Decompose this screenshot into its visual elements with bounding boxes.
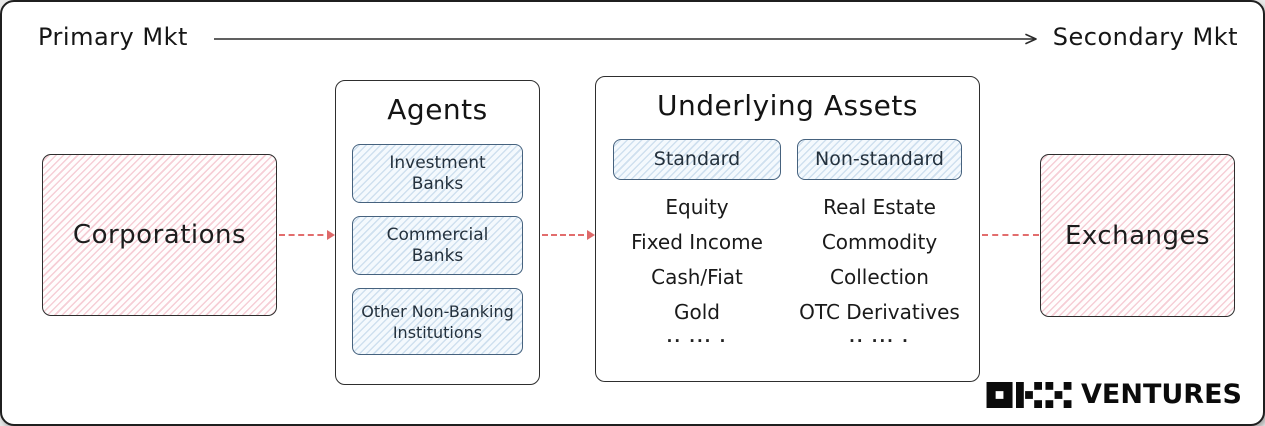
okx-ventures-wordmark: VENTURES bbox=[1081, 379, 1242, 410]
secondary-market-label: Secondary Mkt bbox=[1052, 23, 1238, 51]
asset-item-commodity: Commodity bbox=[821, 230, 938, 254]
agent-item-investment-banks: Investment Banks bbox=[352, 144, 523, 203]
okx-logo-icon bbox=[986, 381, 1072, 408]
asset-item-ellipsis-standard: ·· ··· · bbox=[666, 332, 728, 350]
connector-corporations-to-agents bbox=[279, 230, 335, 240]
agents-list: Investment Banks Commercial Banks Other … bbox=[352, 144, 523, 355]
underlying-assets-title: Underlying Assets bbox=[657, 89, 918, 122]
standard-column: Standard Equity Fixed Income Cash/Fiat G… bbox=[613, 139, 781, 350]
corporations-label: Corporations bbox=[72, 220, 247, 250]
agents-node: Agents Investment Banks Commercial Banks… bbox=[335, 80, 540, 385]
asset-item-collection: Collection bbox=[830, 265, 929, 289]
primary-market-label: Primary Mkt bbox=[38, 23, 188, 51]
standard-header: Standard bbox=[613, 139, 781, 180]
market-flow-arrow-icon bbox=[214, 33, 1037, 45]
asset-item-gold: Gold bbox=[674, 300, 720, 324]
connector-agents-to-assets bbox=[542, 230, 595, 240]
nonstandard-column: Non-standard Real Estate Commodity Colle… bbox=[797, 139, 962, 350]
asset-item-cash-fiat: Cash/Fiat bbox=[651, 265, 743, 289]
asset-item-real-estate: Real Estate bbox=[823, 195, 936, 219]
nonstandard-header: Non-standard bbox=[797, 139, 962, 180]
agent-item-commercial-banks: Commercial Banks bbox=[352, 216, 523, 275]
exchanges-label: Exchanges bbox=[1064, 220, 1211, 251]
connector-assets-to-exchanges bbox=[982, 234, 1039, 236]
asset-item-equity: Equity bbox=[665, 195, 729, 219]
corporations-node: Corporations bbox=[42, 154, 277, 316]
asset-item-ellipsis-nonstandard: ·· ··· · bbox=[849, 332, 910, 350]
okx-ventures-logo: VENTURES bbox=[986, 379, 1242, 410]
asset-item-fixed-income: Fixed Income bbox=[631, 230, 763, 254]
agents-title: Agents bbox=[387, 93, 488, 126]
underlying-assets-node: Underlying Assets Standard Equity Fixed … bbox=[595, 76, 980, 382]
nonstandard-items: Real Estate Commodity Collection OTC Der… bbox=[797, 193, 962, 350]
exchanges-node: Exchanges bbox=[1040, 154, 1235, 317]
standard-items: Equity Fixed Income Cash/Fiat Gold ·· ··… bbox=[613, 193, 781, 350]
asset-item-otc-derivatives: OTC Derivatives bbox=[799, 300, 960, 324]
assets-grid: Standard Equity Fixed Income Cash/Fiat G… bbox=[613, 139, 962, 350]
agent-item-other-non-banking: Other Non-Banking Institutions bbox=[352, 288, 523, 355]
